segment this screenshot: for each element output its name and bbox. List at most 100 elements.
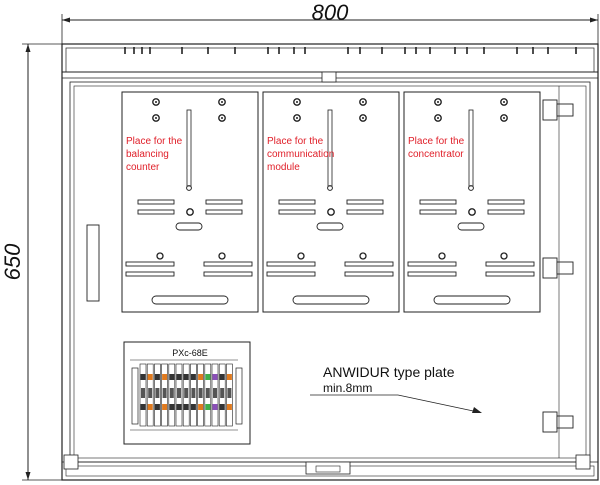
clamp-bar <box>205 199 243 205</box>
screw-hole <box>500 252 508 260</box>
screw-hole <box>293 98 301 106</box>
screw-hole <box>359 114 367 122</box>
screw-hole <box>500 98 508 106</box>
meter-panel-2: Place for the communication module <box>262 91 400 313</box>
panel-outline <box>403 91 541 313</box>
terminal-bottom-clip <box>176 404 182 410</box>
clamp-bar <box>137 209 175 215</box>
mount-slot <box>468 109 474 187</box>
screw-hole <box>152 114 160 122</box>
terminal-strip <box>131 363 243 427</box>
screw-hole <box>156 252 164 260</box>
screw-hole <box>434 114 442 122</box>
screw-center <box>503 117 505 119</box>
screw-hole <box>359 252 367 260</box>
terminal-bottom-clip <box>198 404 204 410</box>
clamp-bar <box>137 199 175 205</box>
end-stop-left <box>131 367 139 425</box>
type-plate-title: ANWIDUR type plate <box>323 364 455 380</box>
screw-hole <box>297 252 305 260</box>
terminal-top-clip <box>212 374 218 380</box>
screw-center <box>437 117 439 119</box>
clamp-bar <box>278 199 316 205</box>
clamp-bar <box>487 199 525 205</box>
terminal-top-clip <box>205 374 211 380</box>
mount-slot <box>186 109 192 187</box>
screw-hole <box>500 114 508 122</box>
terminal-core <box>155 388 160 398</box>
screw-center <box>155 101 157 103</box>
height-label: 650 <box>0 243 25 280</box>
panel-label-line: Place for the <box>408 136 465 147</box>
bottom-slot <box>151 295 229 305</box>
terminal-top-clip <box>183 374 189 380</box>
slot-end <box>186 185 192 191</box>
panel-outline <box>262 91 400 313</box>
terminal-bottom-clip <box>226 404 232 410</box>
clamp-bar <box>344 271 394 277</box>
terminal-core <box>227 388 232 398</box>
clamp-bar <box>485 271 535 277</box>
terminal-top-clip <box>226 374 232 380</box>
panel-label-line: module <box>267 162 300 173</box>
clamp-bar <box>203 261 253 267</box>
width-dimension: 800 <box>61 0 599 44</box>
right-hinges <box>542 86 574 458</box>
terminal-top-clip <box>140 374 146 380</box>
terminal-core <box>177 388 181 398</box>
terminal-block: PXc-68E <box>123 341 251 445</box>
slot-end <box>327 185 333 191</box>
width-label: 800 <box>312 0 349 25</box>
terminal-bottom-clip <box>212 404 218 410</box>
clamp-bar <box>346 209 384 215</box>
panel-label-line: Place for the <box>267 136 324 147</box>
screw-hole <box>218 252 226 260</box>
screw-center <box>362 117 364 119</box>
clamp-bar <box>278 209 316 215</box>
end-stop-right <box>235 367 243 425</box>
terminal-top-clip <box>169 374 175 380</box>
terminal-top-clip <box>190 374 196 380</box>
screw-hole <box>152 98 160 106</box>
screw-hole <box>359 98 367 106</box>
mount-slot <box>327 109 333 187</box>
screw-center <box>221 117 223 119</box>
clamp-bar <box>419 209 457 215</box>
terminal-top-clip <box>219 374 225 380</box>
clamp-bar <box>419 199 457 205</box>
terminal-bottom-clip <box>183 404 189 410</box>
clamp-bar <box>487 209 525 215</box>
center-hole <box>186 208 194 216</box>
clamp-bar <box>407 261 457 267</box>
slot-end <box>468 185 474 191</box>
screw-center <box>155 117 157 119</box>
terminal-core <box>191 388 196 398</box>
terminal-bottom-clip <box>154 404 160 410</box>
terminal-core <box>148 388 153 398</box>
terminal-core <box>141 388 145 398</box>
terminal-block-label: PXc-68E <box>172 348 208 358</box>
terminal-core <box>162 388 167 398</box>
clamp-bar <box>485 261 535 267</box>
bottom-slot <box>433 295 511 305</box>
terminal-top-clip <box>176 374 182 380</box>
clamp-bar <box>205 209 243 215</box>
door-handle-slot <box>86 224 100 302</box>
clamp-bar <box>125 271 175 277</box>
clamp-bar <box>344 261 394 267</box>
terminal-bottom-clip <box>140 404 146 410</box>
screw-center <box>296 117 298 119</box>
panel-label-line: balancing <box>126 149 169 160</box>
terminal-bottom-clip <box>147 404 153 410</box>
terminal-bottom-clip <box>205 404 211 410</box>
terminal-core <box>198 388 203 398</box>
clamp-bar <box>346 199 384 205</box>
panel-label-line: communication <box>267 149 334 160</box>
bottom-feet <box>63 454 591 470</box>
terminal-bottom-clip <box>190 404 196 410</box>
center-hole <box>327 208 335 216</box>
clamp-bar <box>266 271 316 277</box>
